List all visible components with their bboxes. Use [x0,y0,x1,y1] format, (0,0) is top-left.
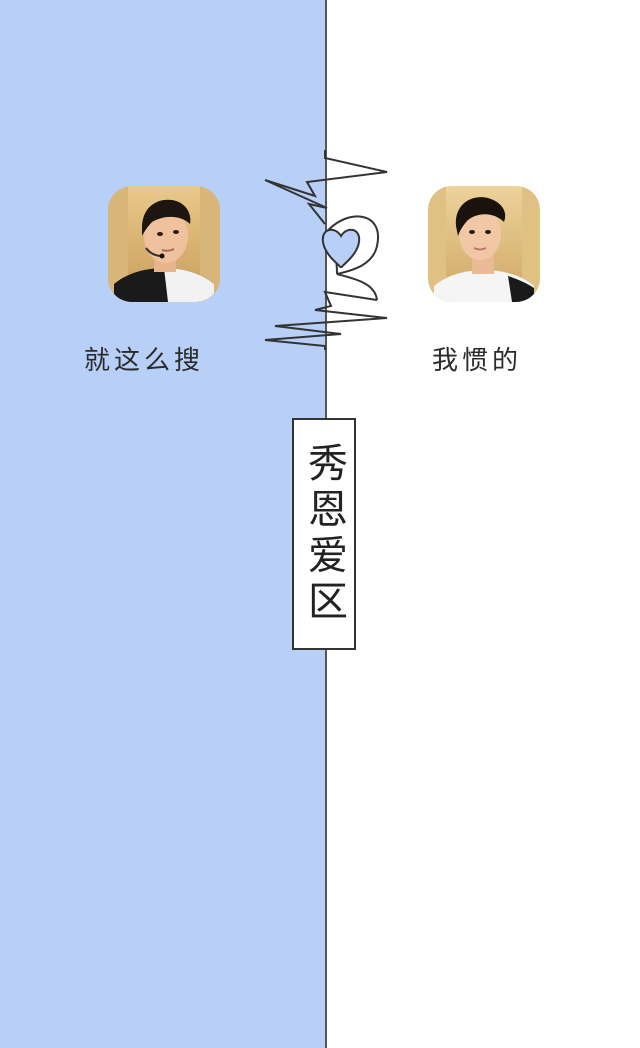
zigzag-heart-icon [264,150,388,350]
page-title: 秀恩爱区 [301,442,347,626]
avatar-photo-icon [108,186,220,302]
avatar-photo-icon [428,186,540,302]
app-label-right: 我惯的 [432,346,523,376]
app-icon-left[interactable] [108,186,220,302]
right-panel [326,0,640,1048]
heart-icon [321,228,361,269]
title-box: 秀恩爱区 [292,418,356,650]
app-label-left: 就这么搜 [84,346,205,376]
left-panel [0,0,326,1048]
app-icon-right[interactable] [428,186,540,302]
